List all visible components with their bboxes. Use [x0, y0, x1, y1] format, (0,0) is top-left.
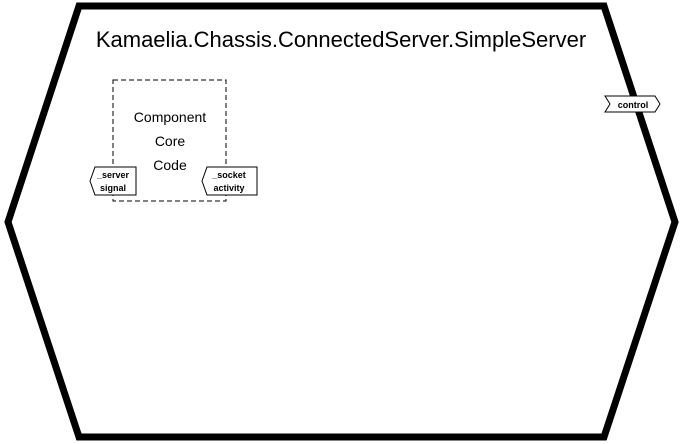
- outbox-server-signal: _server signal: [89, 166, 137, 196]
- component-boundary: [4, 2, 679, 441]
- outbox-label-line1: _server: [96, 170, 130, 180]
- outbox-label-line1: _socket: [211, 170, 246, 180]
- inbox-label: control: [618, 100, 649, 110]
- inbox-control: control: [604, 95, 661, 113]
- outbox-label-line2: activity: [213, 183, 244, 193]
- outbox-label-line2: signal: [100, 183, 126, 193]
- outbox-tag-shape: [89, 166, 137, 196]
- core-label-line2: Core: [155, 133, 186, 149]
- outbox-tag-shape: [201, 166, 258, 196]
- core-label-line3: Code: [153, 157, 187, 173]
- component-title: Kamaelia.Chassis.ConnectedServer.SimpleS…: [96, 27, 586, 52]
- outbox-socket-activity: _socket activity: [201, 166, 258, 196]
- inbox-tag-shape: [604, 95, 661, 113]
- component-core-box: [112, 79, 227, 202]
- core-label-line1: Component: [134, 109, 206, 125]
